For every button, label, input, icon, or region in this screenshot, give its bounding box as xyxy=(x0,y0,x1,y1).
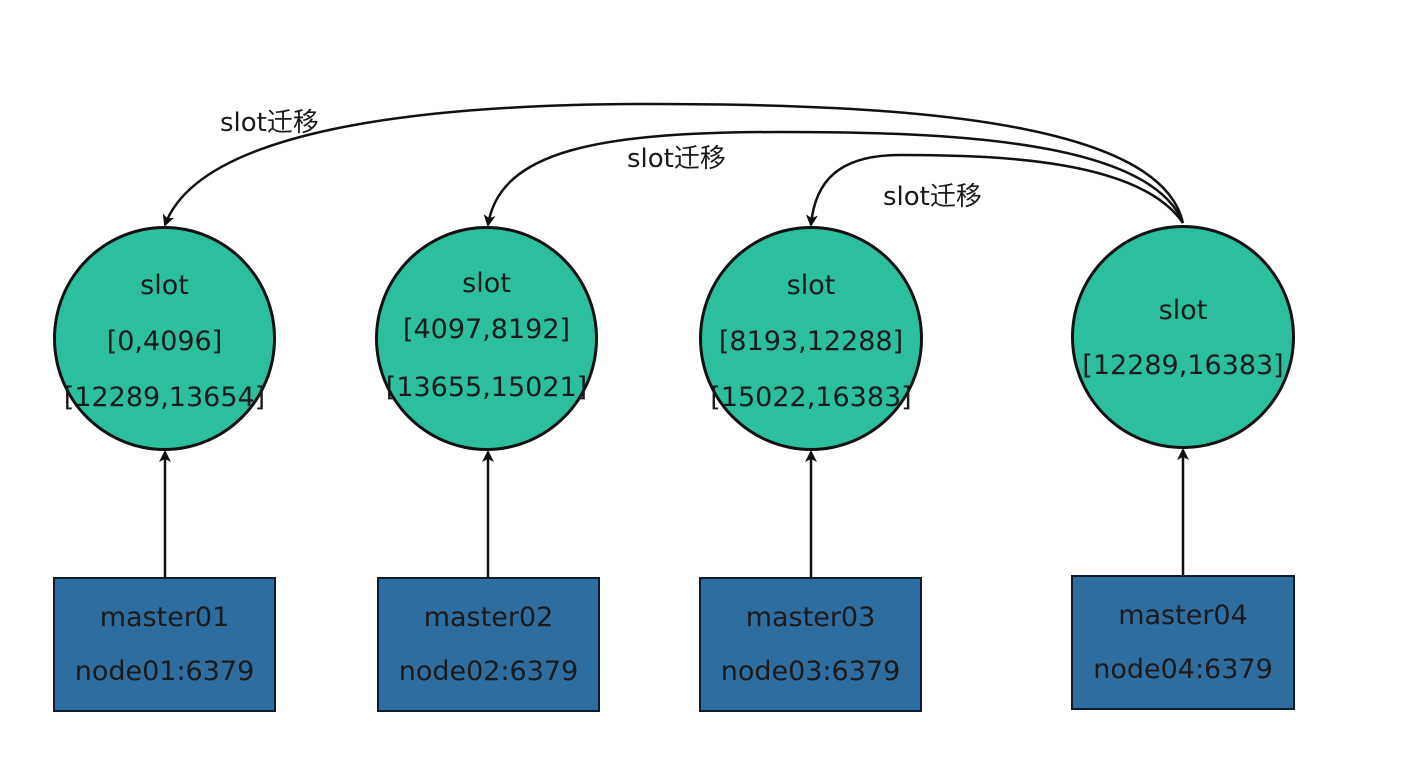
master-box-4 xyxy=(1071,575,1295,710)
slot-1-range-2: [12289,13654] xyxy=(63,382,266,413)
slot-circle-4 xyxy=(1071,225,1295,449)
slot-1-range-1: [0,4096] xyxy=(106,326,223,357)
master-4-name: master04 xyxy=(1118,600,1248,631)
slot-4-title: slot xyxy=(1158,295,1208,326)
slot-3-range-2: [15022,16383] xyxy=(710,382,912,413)
master-4-address: node04:6379 xyxy=(1093,654,1273,685)
master-box-2 xyxy=(377,577,600,712)
migration-label-3: slot迁移 xyxy=(883,182,982,212)
master-3-address: node03:6379 xyxy=(720,656,901,687)
migration-label-2: slot迁移 xyxy=(627,144,726,174)
slot-4-range-1: [12289,16383] xyxy=(1082,350,1284,381)
slot-2-range-1: [4097,8192] xyxy=(402,314,571,345)
master-2-address: node02:6379 xyxy=(398,656,579,687)
master-3-name: master03 xyxy=(745,602,876,633)
slot-circle-3 xyxy=(699,226,923,451)
master-1-address: node01:6379 xyxy=(74,656,255,687)
migration-arrow-to-slot3 xyxy=(805,153,1185,227)
master-box-3 xyxy=(699,577,922,712)
slot-1-title: slot xyxy=(140,270,189,301)
slot-3-range-1: [8193,12288] xyxy=(718,326,904,357)
migration-arrow-to-slot2 xyxy=(483,130,1185,227)
master-box-1 xyxy=(53,577,276,712)
master-2-name: master02 xyxy=(423,602,554,633)
migration-arrow-to-slot1 xyxy=(162,102,1185,227)
migration-label-1: slot迁移 xyxy=(220,108,319,138)
slot-2-title: slot xyxy=(462,268,511,299)
slot-circle-2 xyxy=(375,226,598,451)
slot-3-title: slot xyxy=(786,270,836,301)
slot-2-range-2: [13655,15021] xyxy=(385,372,588,403)
master-1-name: master01 xyxy=(99,602,230,633)
slot-circle-1 xyxy=(53,226,276,451)
